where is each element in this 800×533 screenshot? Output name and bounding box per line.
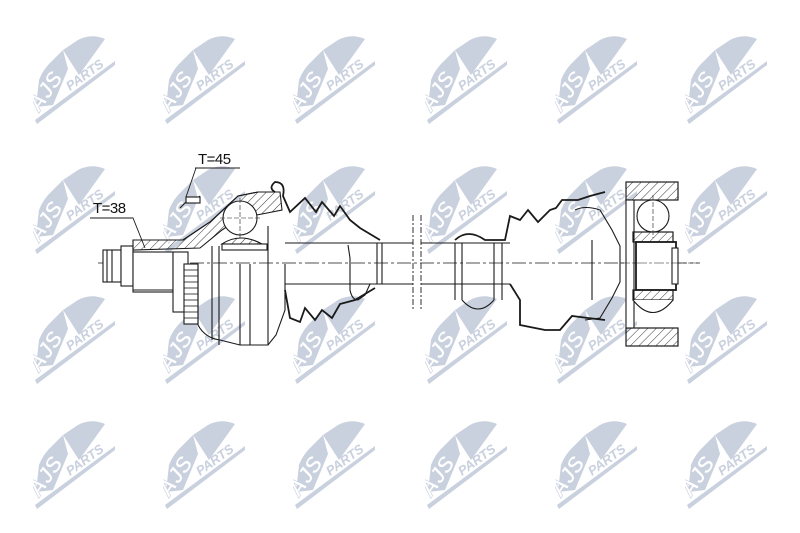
watermark-logo: AJS PARTS: [685, 410, 767, 510]
tooth-count-spline-label: T=38: [93, 200, 126, 217]
ajs-parts-logo-icon: AJS PARTS: [685, 36, 767, 124]
ajs-parts-logo-icon: AJS PARTS: [293, 421, 375, 509]
ajs-parts-logo-icon: AJS PARTS: [425, 166, 507, 254]
watermark-logo: AJS PARTS: [293, 410, 375, 510]
shaft-left: [285, 242, 413, 301]
ajs-parts-logo-icon: AJS PARTS: [33, 296, 115, 384]
ajs-parts-logo-icon: AJS PARTS: [163, 36, 245, 124]
watermark-logo: AJS PARTS: [425, 410, 507, 510]
leader-lines: [90, 167, 240, 249]
watermark-logo: AJS PARTS: [33, 410, 115, 510]
watermark-logo: AJS PARTS: [163, 25, 245, 125]
watermark-logo: AJS PARTS: [33, 25, 115, 125]
ajs-parts-logo-icon: AJS PARTS: [33, 421, 115, 509]
watermark-logo: AJS PARTS: [555, 25, 637, 125]
watermark-logo: AJS PARTS: [33, 155, 115, 255]
ajs-parts-logo-icon: AJS PARTS: [293, 296, 375, 384]
watermark-logo: AJS PARTS: [555, 155, 637, 255]
inner-cv-housing: [574, 181, 700, 347]
ajs-parts-logo-icon: AJS PARTS: [425, 36, 507, 124]
watermark-logo: AJS PARTS: [163, 285, 245, 385]
ajs-parts-logo-icon: AJS PARTS: [555, 36, 637, 124]
outer-spline-stub: [102, 245, 189, 313]
watermark-logo: AJS PARTS: [293, 25, 375, 125]
ajs-parts-logo-icon: AJS PARTS: [685, 421, 767, 509]
outer-cv-housing: [132, 191, 286, 346]
watermark-logo: AJS PARTS: [685, 25, 767, 125]
outer-boot: [270, 181, 381, 324]
ajs-parts-logo-icon: AJS PARTS: [685, 166, 767, 254]
watermark-logo: AJS PARTS: [33, 285, 115, 385]
watermark-logo: AJS PARTS: [555, 285, 637, 385]
ajs-parts-logo-icon: AJS PARTS: [293, 36, 375, 124]
watermark-logo: AJS PARTS: [685, 285, 767, 385]
tooth-count-outer-label: T=45: [198, 151, 231, 168]
watermark-logo: AJS PARTS: [685, 155, 767, 255]
inner-boot: [454, 191, 606, 331]
ajs-parts-logo-icon: AJS PARTS: [33, 36, 115, 124]
ajs-parts-logo-icon: AJS PARTS: [555, 166, 637, 254]
ajs-parts-logo-icon: AJS PARTS: [163, 421, 245, 509]
watermark-logo: AJS PARTS: [163, 410, 245, 510]
ajs-parts-logo-icon: AJS PARTS: [555, 296, 637, 384]
ajs-parts-logo-icon: AJS PARTS: [685, 296, 767, 384]
shaft-break-lines: [412, 215, 422, 310]
ajs-parts-logo-icon: AJS PARTS: [163, 296, 245, 384]
ajs-parts-logo-icon: AJS PARTS: [555, 421, 637, 509]
watermark-logo: AJS PARTS: [293, 285, 375, 385]
watermark-logo: AJS PARTS: [555, 410, 637, 510]
ajs-parts-logo-icon: AJS PARTS: [425, 421, 507, 509]
shaft-right: [421, 242, 510, 310]
watermark-logo: AJS PARTS: [425, 25, 507, 125]
watermark-logo: AJS PARTS: [425, 155, 507, 255]
ajs-parts-logo-icon: AJS PARTS: [33, 166, 115, 254]
